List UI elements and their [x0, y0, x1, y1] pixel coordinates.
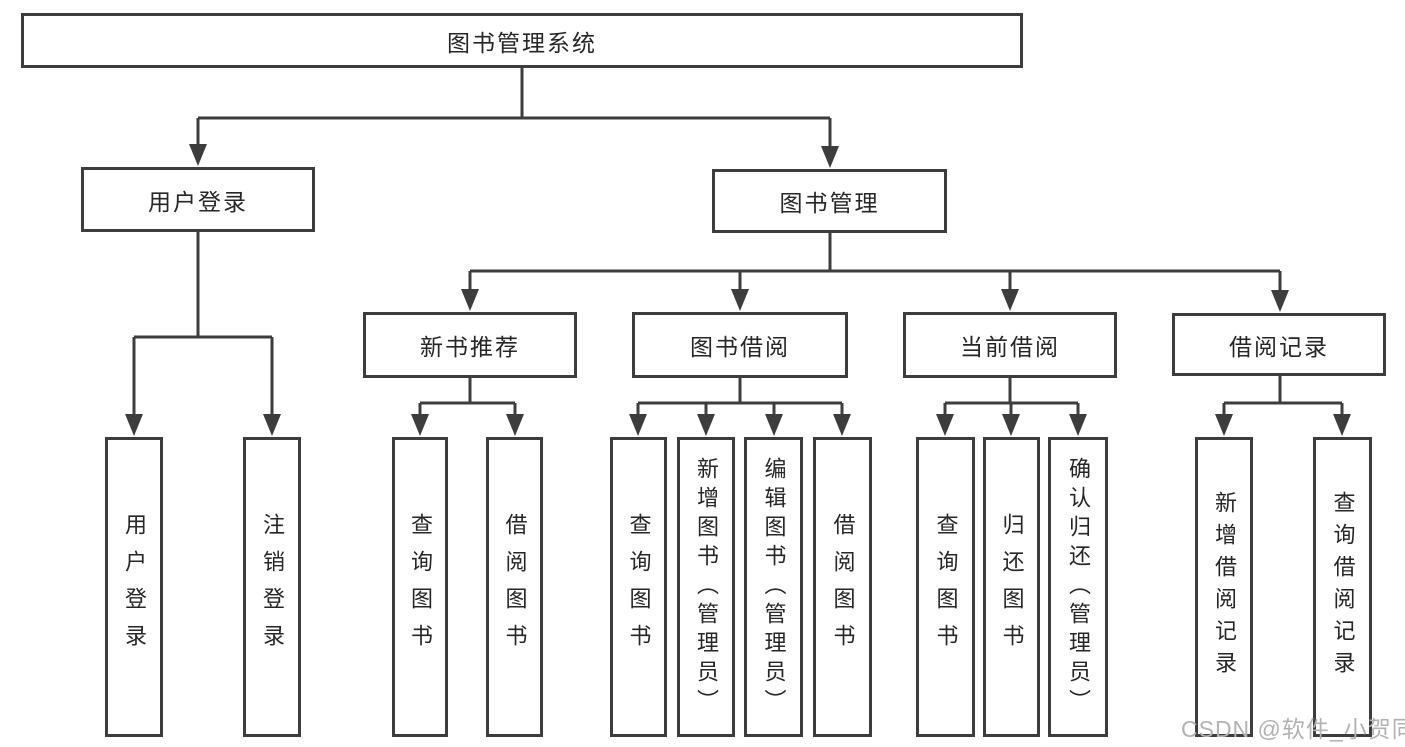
leaf-borrowing-query-books: 查询图书 — [610, 437, 667, 737]
csdn-watermark: CSDN @软件_小贺同学 — [1181, 716, 1405, 742]
leaf-current-return-books: 归还图书 — [983, 437, 1040, 737]
leaf-user-login: 用户登录 — [105, 437, 163, 737]
leaf-borrowing-add-books-admin: 新增图书（管理员） — [677, 437, 735, 737]
leaf-current-confirm-return-admin: 确认归还（管理员） — [1048, 437, 1108, 737]
leaf-newbook-borrow-books: 借阅图书 — [486, 437, 543, 737]
node-current-borrowing: 当前借阅 — [903, 312, 1117, 378]
leaf-borrowing-edit-books-admin: 编辑图书（管理员） — [744, 437, 803, 737]
leaf-records-add-record: 新增借阅记录 — [1195, 437, 1253, 737]
arrowheads — [125, 144, 1351, 436]
leaf-current-query-books: 查询图书 — [916, 437, 975, 737]
leaf-logout: 注销登录 — [243, 437, 301, 737]
node-book-management: 图书管理 — [712, 169, 947, 233]
node-book-borrowing: 图书借阅 — [632, 312, 848, 378]
leaf-borrowing-borrow-books: 借阅图书 — [813, 437, 872, 737]
node-new-book-recommend: 新书推荐 — [363, 312, 577, 378]
node-user-login: 用户登录 — [81, 167, 315, 232]
node-borrow-records: 借阅记录 — [1172, 313, 1386, 376]
leaf-records-query-record: 查询借阅记录 — [1313, 437, 1372, 737]
node-library-system: 图书管理系统 — [21, 13, 1023, 68]
leaf-newbook-query-books: 查询图书 — [392, 437, 448, 737]
